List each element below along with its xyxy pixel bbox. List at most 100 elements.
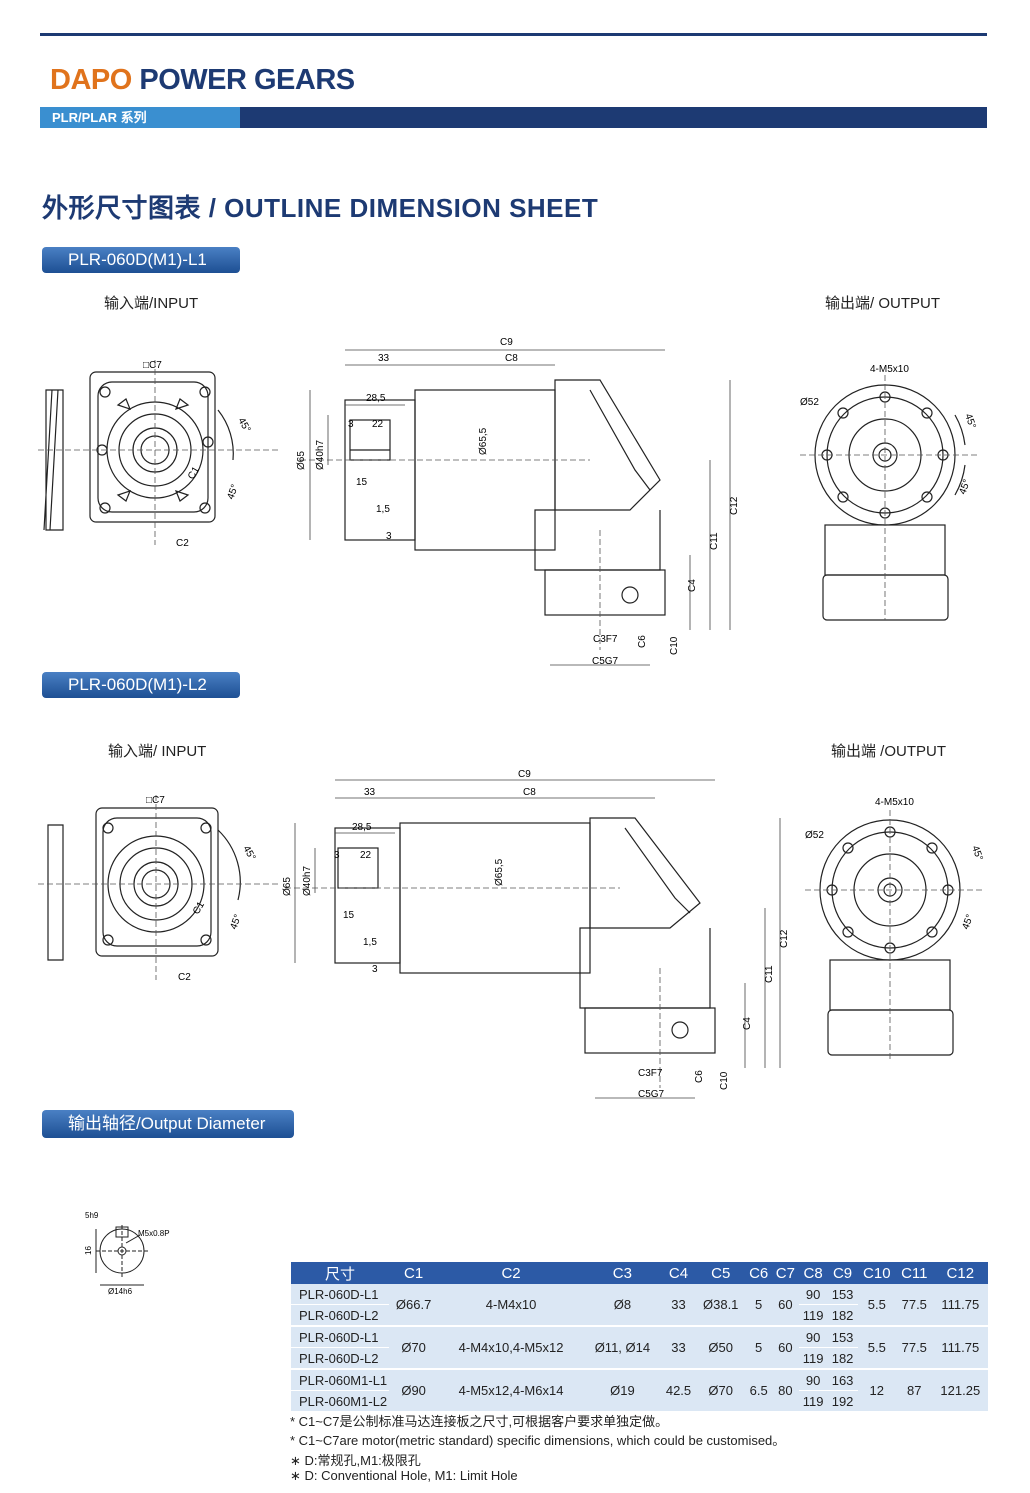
cell-c12: 121.25 <box>932 1368 988 1412</box>
dim-45b-out1: 45° <box>957 478 973 496</box>
col-header: C9 <box>827 1262 858 1284</box>
model1-output-label: 输出端/ OUTPUT <box>825 295 940 312</box>
dim-45b-2: 45° <box>228 913 244 931</box>
dim-c5-2: C5G7 <box>638 1089 665 1100</box>
table-row: PLR-060M1-L2 119 192 <box>291 1390 988 1412</box>
dim-phi65-5-2: Ø65,5 <box>494 858 505 886</box>
cell-c3: Ø19 <box>583 1368 661 1412</box>
col-header: C10 <box>857 1262 896 1284</box>
cell-c5: Ø38.1 <box>696 1284 746 1327</box>
dim-c10-2: C10 <box>719 1071 730 1090</box>
dim-3b-1: 3 <box>386 531 392 542</box>
dim-3a-2: 3 <box>334 850 340 861</box>
note-2: * C1~C7are motor(metric standard) specif… <box>290 1433 786 1448</box>
dim-phi65-5-1: Ø65,5 <box>478 427 489 455</box>
od-height: 16 <box>84 1246 93 1255</box>
dim-28-1: 28,5 <box>366 393 386 404</box>
cell-c3: Ø8 <box>583 1284 661 1327</box>
note-1: * C1~C7是公制标准马达连接板之尺寸,可根据客户要求单独定做。 <box>290 1414 669 1429</box>
od-key: 5h9 <box>85 1211 99 1220</box>
cell-c10: 5.5 <box>857 1284 896 1327</box>
table-row: PLR-060D-L2 119 182 <box>291 1304 988 1327</box>
cell-c9: 192 <box>827 1390 858 1412</box>
col-header: C12 <box>932 1262 988 1284</box>
cell-c6: 5 <box>745 1325 772 1370</box>
dim-45a-out2: 45° <box>969 844 985 862</box>
col-header: C7 <box>772 1262 799 1284</box>
model1-output-view: 4-M5x10 Ø52 45° 45° <box>800 364 980 621</box>
dim-c6-1: C6 <box>637 635 648 648</box>
cell-c7: 80 <box>772 1368 799 1412</box>
model1-side-view: C9 C8 33 28,5 3 22 15 1,5 3 Ø65 Ø40h7 Ø6… <box>296 337 740 667</box>
od-thread: M5x0.8P <box>138 1229 170 1238</box>
cell-c10: 12 <box>857 1368 896 1412</box>
dim-c12-1: C12 <box>729 496 740 515</box>
dim-22-2: 22 <box>360 850 372 861</box>
model1-input-label: 输入端/INPUT <box>104 295 199 312</box>
dim-45a-out1: 45° <box>962 412 978 430</box>
dim-m5-1: 4-M5x10 <box>870 364 909 375</box>
dim-c11-1: C11 <box>709 532 720 550</box>
cell-c12: 111.75 <box>932 1284 988 1327</box>
model2-input-label: 输入端/ INPUT <box>108 743 207 760</box>
dim-c2-2: C2 <box>178 972 191 983</box>
col-header: C8 <box>798 1262 828 1284</box>
cell-c4: 33 <box>660 1325 697 1370</box>
dim-c3-1: C3F7 <box>593 634 618 645</box>
col-header: C4 <box>660 1262 697 1284</box>
output-diameter-pill: 输出轴径/Output Diameter <box>42 1110 294 1138</box>
cell-c6: 6.5 <box>745 1368 772 1412</box>
dim-33-2: 33 <box>364 787 376 798</box>
dim-phi40-1: Ø40h7 <box>315 440 326 470</box>
cell-c3: Ø11, Ø14 <box>583 1325 661 1370</box>
dim-c9-1: C9 <box>500 337 513 348</box>
cell-c9: 163 <box>827 1368 858 1391</box>
dim-c9-2: C9 <box>518 769 531 780</box>
dimension-table: 尺寸 C1 C2 C3 C4 C5 C6 C7 C8 C9 C10 C11 C1… <box>291 1262 988 1412</box>
cell-c8: 119 <box>798 1347 828 1370</box>
dim-phi52-2: Ø52 <box>805 830 824 841</box>
model2-output-view: 4-M5x10 Ø52 45° 45° <box>805 797 985 1060</box>
table-row: PLR-060D-L2 119 182 <box>291 1347 988 1370</box>
table-row: PLR-060M1-L1 Ø90 4-M5x12,4-M6x14 Ø19 42.… <box>291 1368 988 1412</box>
cell-c8: 119 <box>798 1390 828 1412</box>
cell-c11: 87 <box>895 1368 933 1412</box>
dim-m5-2: 4-M5x10 <box>875 797 914 808</box>
cell-c2: 4-M4x10,4-M5x12 <box>438 1325 584 1370</box>
dim-22-1: 22 <box>372 419 384 430</box>
od-diameter: Ø14h6 <box>108 1287 133 1295</box>
model-cell: PLR-060D-L1 <box>291 1284 389 1305</box>
dim-3a-1: 3 <box>348 419 354 430</box>
dim-33-1: 33 <box>378 353 390 364</box>
model2-side-view: C9 C8 33 28,5 3 22 15 1,5 3 Ø65 Ø40h7 Ø6… <box>282 769 790 1100</box>
cell-c7: 60 <box>772 1284 799 1327</box>
dim-c4-1: C4 <box>687 579 698 592</box>
dim-15-2: 15 <box>343 910 355 921</box>
model-cell: PLR-060D-L2 <box>291 1347 389 1370</box>
cell-c5: Ø70 <box>696 1368 746 1412</box>
cell-c1: Ø90 <box>389 1368 439 1412</box>
model-cell: PLR-060M1-L2 <box>291 1390 389 1412</box>
cell-c9: 153 <box>827 1325 858 1348</box>
dim-phi52-1: Ø52 <box>800 397 819 408</box>
col-header: C2 <box>438 1262 584 1284</box>
cell-c11: 77.5 <box>895 1284 933 1327</box>
table-row: PLR-060D-L1 Ø70 4-M4x10,4-M5x12 Ø11, Ø14… <box>291 1325 988 1370</box>
dim-c7-1: □C7 <box>143 360 162 371</box>
cell-c2: 4-M4x10 <box>438 1284 584 1327</box>
brand-logo: DAPO POWER GEARS <box>50 64 355 97</box>
dim-45b-out2: 45° <box>960 913 976 931</box>
output-diameter-drawing: 5h9 M5x0.8P 16 Ø14h6 <box>84 1211 170 1295</box>
dim-c3-2: C3F7 <box>638 1068 663 1079</box>
cell-c1: Ø70 <box>389 1325 439 1370</box>
model-cell: PLR-060D-L2 <box>291 1304 389 1327</box>
cell-c12: 111.75 <box>932 1325 988 1370</box>
series-label: PLR/PLAR 系列 <box>40 107 240 128</box>
dim-phi65-2: Ø65 <box>282 877 293 896</box>
model1-pill: PLR-060D(M1)-L1 <box>42 247 240 273</box>
dim-28-2: 28,5 <box>352 822 372 833</box>
cell-c2: 4-M5x12,4-M6x14 <box>438 1368 584 1412</box>
cell-c9: 153 <box>827 1284 858 1305</box>
cell-c9: 182 <box>827 1347 858 1370</box>
col-header: C11 <box>895 1262 933 1284</box>
